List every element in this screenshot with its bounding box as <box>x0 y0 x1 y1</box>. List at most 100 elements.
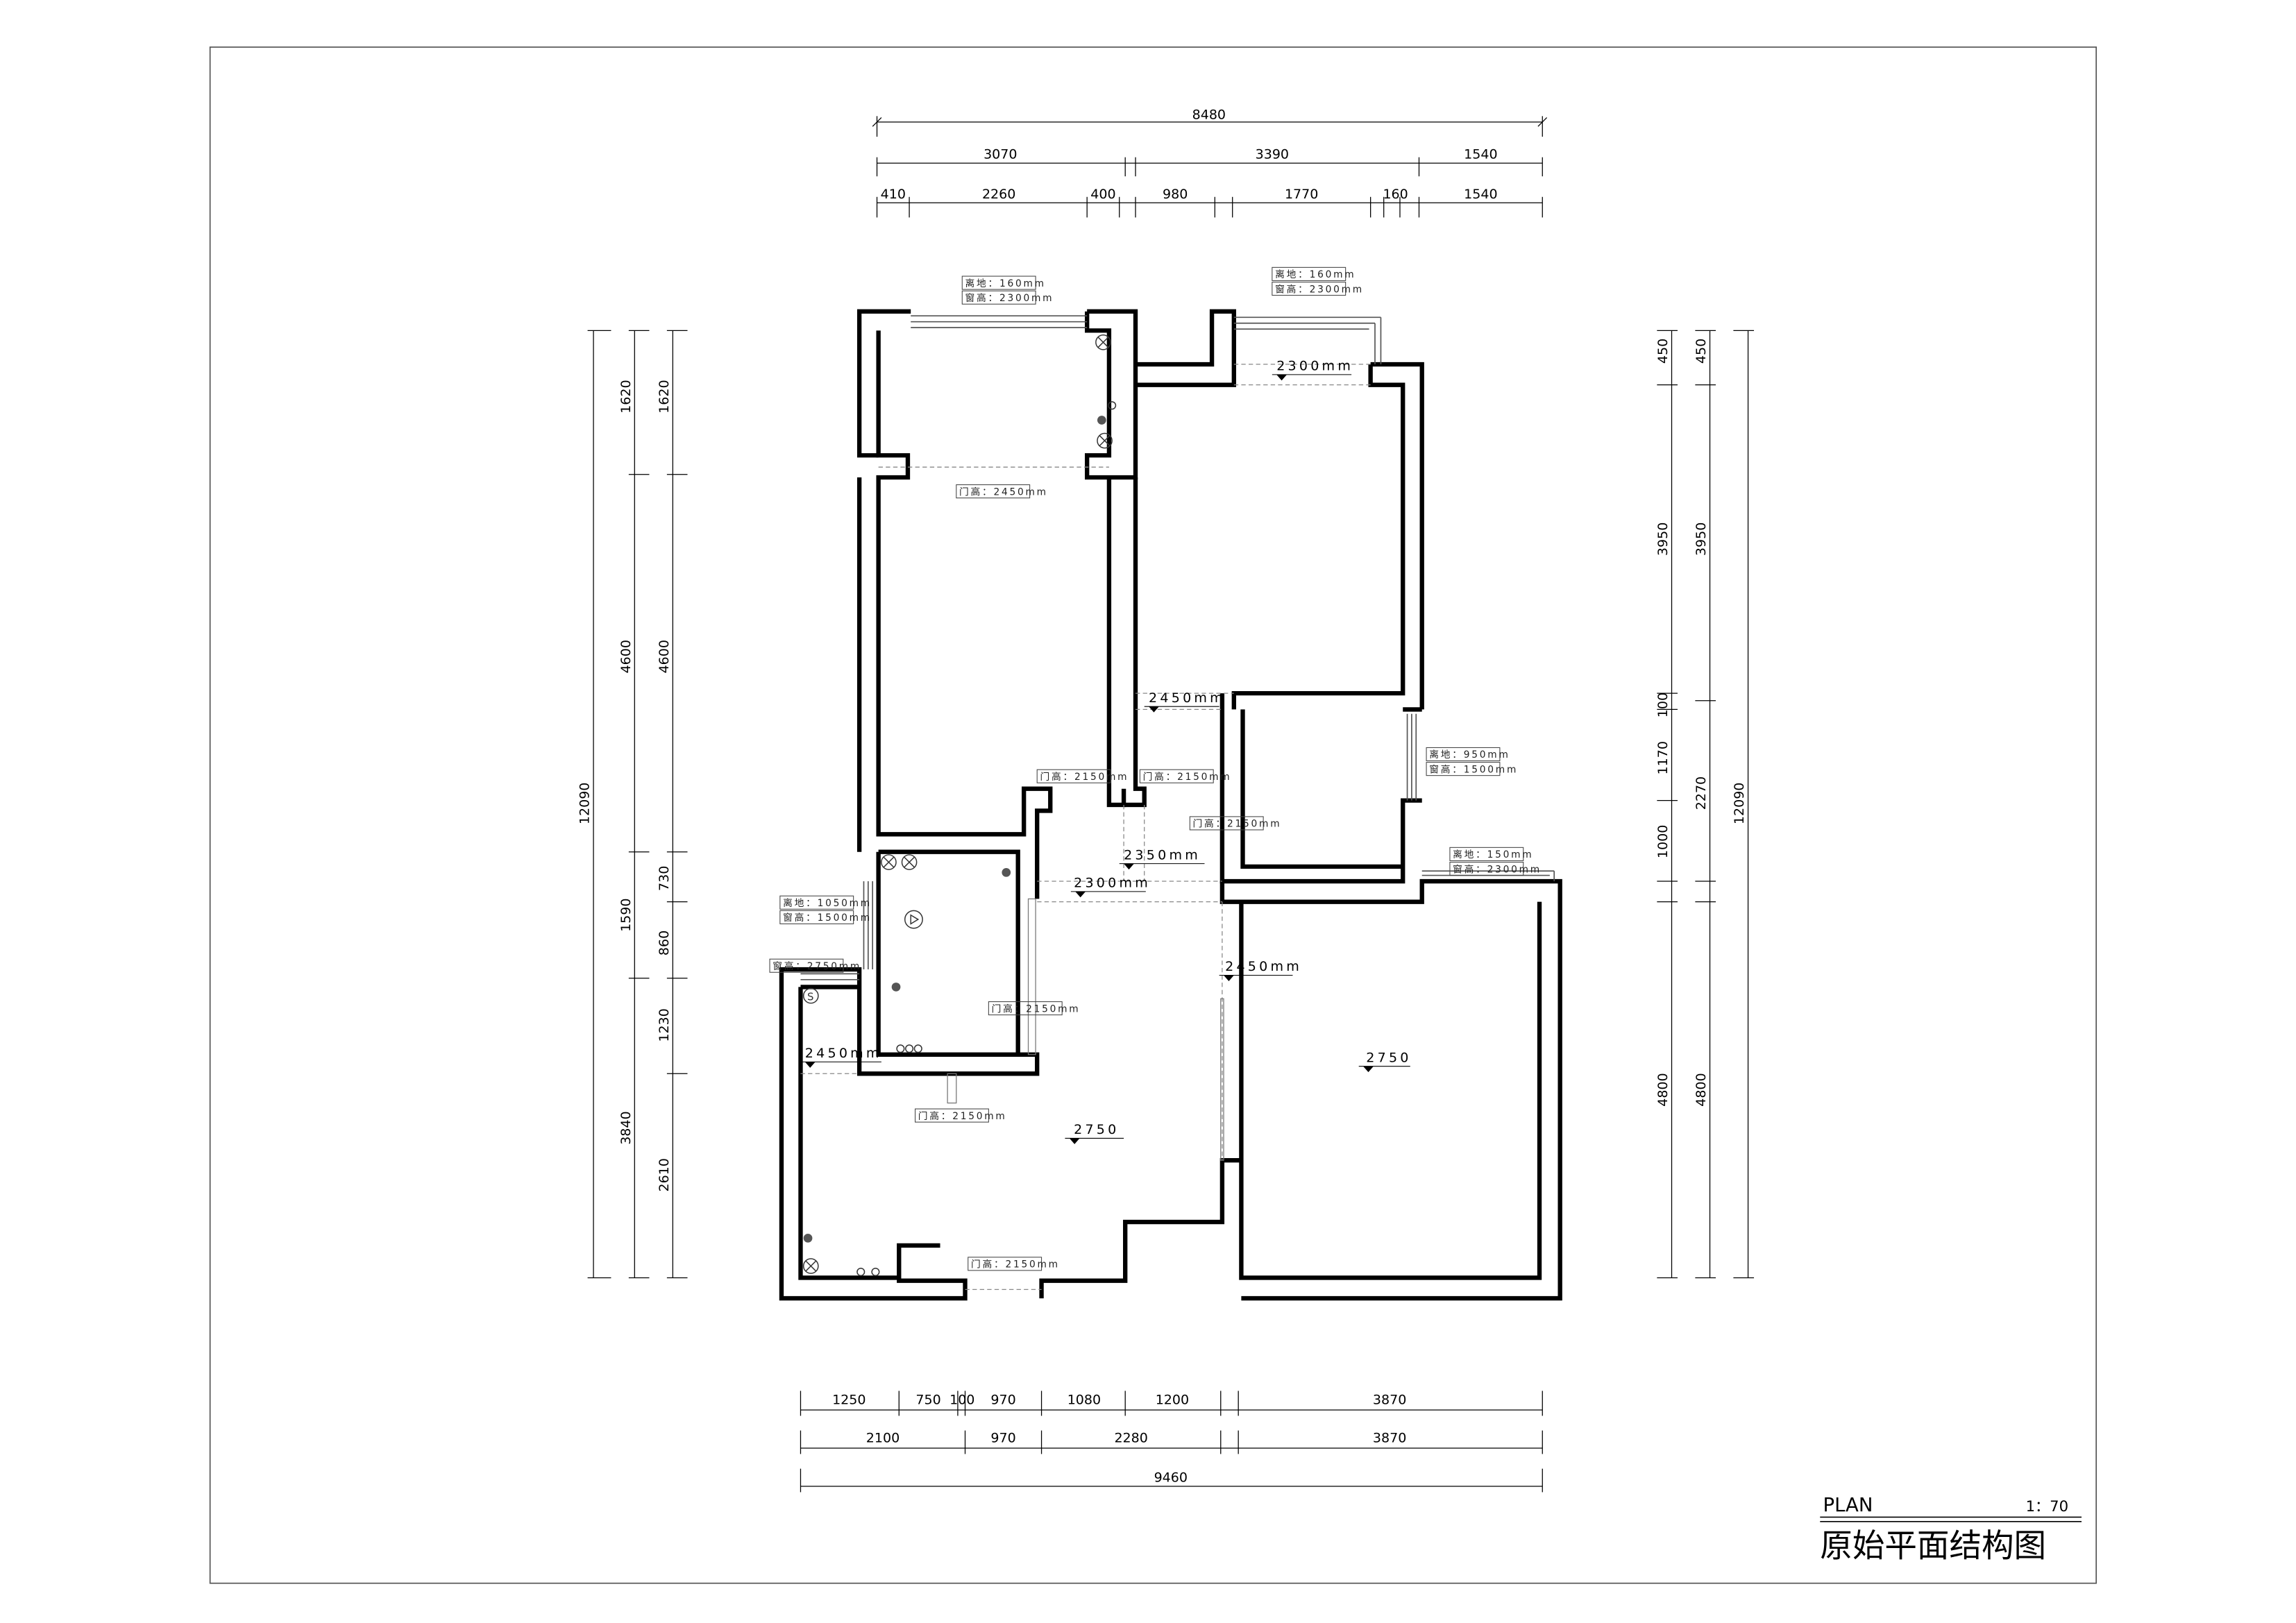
dim-label: 980 <box>1163 187 1188 202</box>
svg-text:S: S <box>807 991 813 1003</box>
dim-label: 3870 <box>1373 1431 1406 1446</box>
level-label: 2350mm <box>1124 847 1201 863</box>
level-label: 2750 <box>1074 1122 1119 1137</box>
pipe-icon <box>913 1044 922 1053</box>
dim-label: 4800 <box>1655 1073 1671 1106</box>
vertical-dimension-labels: 12090 1620 4600 1590 3840 1620 4600 730 … <box>577 339 1748 1192</box>
window-tag: 离地：150mm <box>1453 849 1533 860</box>
dim-label: 3070 <box>984 147 1017 162</box>
level-label: 2300mm <box>1276 359 1353 374</box>
level-label: 2450mm <box>1149 690 1226 706</box>
door-slabs <box>947 898 1224 1161</box>
dim-label: 8480 <box>1192 108 1226 123</box>
gas-icon <box>802 987 819 1004</box>
window-tag: 窗高：2750mm <box>773 960 861 972</box>
dim-label: 2270 <box>1694 776 1709 810</box>
door-tag: 门高：2450mm <box>959 486 1048 498</box>
dim-label: 2280 <box>1114 1431 1147 1446</box>
window-tag: 窗高：1500mm <box>1429 763 1518 775</box>
level-labels: 2300mm 2450mm 2350mm 2300mm 2450mm 2750 … <box>805 359 1411 1138</box>
scale-label: 1：70 <box>2026 1497 2069 1515</box>
dim-label: 12090 <box>577 783 593 825</box>
pipe-icon <box>1108 401 1117 410</box>
dim-label: 3390 <box>1256 147 1289 162</box>
window-tag: 离地：950mm <box>1429 749 1510 760</box>
dimension-labels: 8480 3070 3390 1540 410 2260 400 980 177… <box>832 108 1498 1486</box>
window-tag: 窗高：2300mm <box>1453 863 1542 875</box>
dim-label: 1250 <box>832 1392 866 1407</box>
dim-label: 3950 <box>1655 522 1671 556</box>
dim-label: 160 <box>1383 187 1408 202</box>
dim-label: 970 <box>990 1392 1015 1407</box>
pipe-icon <box>896 1044 905 1053</box>
dim-label: 9460 <box>1154 1470 1188 1486</box>
annotation-tags: 离地：160mm 窗高：2300mm 离地：160mm 窗高：2300mm 离地… <box>769 266 1542 1271</box>
dim-label: 730 <box>657 866 672 891</box>
dim-label: 970 <box>990 1431 1015 1446</box>
dim-label: 4800 <box>1694 1073 1709 1106</box>
window-tag: 窗高：2300mm <box>1275 283 1364 295</box>
pipe-icon <box>871 1267 880 1277</box>
pipe-icon <box>905 1044 914 1053</box>
dim-label: 2610 <box>657 1158 672 1191</box>
drain-icon <box>1095 334 1111 350</box>
level-label: 2450mm <box>805 1046 882 1061</box>
sheet-border <box>209 46 2097 1584</box>
dimension-lines <box>587 116 1755 1493</box>
walls <box>779 309 1562 1301</box>
window-tag: 窗高：1500mm <box>783 912 872 924</box>
dim-label: 450 <box>1655 339 1671 364</box>
door-tag: 门高：2150mm <box>971 1259 1060 1271</box>
window-tag: 离地：160mm <box>965 278 1046 289</box>
dim-label: 1200 <box>1156 1392 1189 1407</box>
door-tag: 门高：2150mm <box>992 1003 1081 1014</box>
dim-label: 410 <box>881 187 906 202</box>
dim-label: 2260 <box>982 187 1015 202</box>
dim-label: 4600 <box>618 640 634 673</box>
dim-label: 1540 <box>1464 187 1497 202</box>
drain-icon <box>1097 432 1113 449</box>
pipe-icon <box>856 1267 866 1277</box>
window-tag: 离地：160mm <box>1275 269 1356 280</box>
drain-icon <box>802 1258 819 1274</box>
dim-label: 1770 <box>1285 187 1318 202</box>
dim-label: 3870 <box>1373 1392 1406 1407</box>
drawing-title: 原始平面结构图 <box>1820 1527 2046 1565</box>
drain-icon <box>881 854 897 870</box>
window-tag: 离地：1050mm <box>783 897 872 909</box>
dim-label: 1230 <box>657 1008 672 1042</box>
dim-label: 750 <box>915 1392 940 1407</box>
dim-label: 3950 <box>1694 522 1709 556</box>
dim-label: 12090 <box>1732 783 1747 825</box>
dim-label: 100 <box>949 1392 974 1407</box>
dim-label: 450 <box>1694 339 1709 364</box>
openings <box>800 364 1371 1291</box>
level-markers <box>800 374 1410 1144</box>
dim-label: 1620 <box>657 380 672 413</box>
door-tag: 门高：2150mm <box>918 1110 1007 1122</box>
drain-icon <box>901 854 918 870</box>
door-tag: 门高：2150mm <box>1193 818 1282 830</box>
dim-label: 2100 <box>866 1431 900 1446</box>
dim-label: 1170 <box>1655 741 1671 774</box>
level-label: 2300mm <box>1074 875 1151 890</box>
level-label: 2450mm <box>1225 959 1302 974</box>
dim-label: 1590 <box>618 898 634 931</box>
fixtures: S <box>802 334 1117 1277</box>
dim-label: 1000 <box>1655 825 1671 858</box>
title-block: PLAN 1：70 原始平面结构图 <box>1820 1494 2082 1565</box>
dim-label: 3840 <box>618 1111 634 1144</box>
plan-label: PLAN <box>1823 1494 1873 1516</box>
dim-label: 860 <box>657 931 672 955</box>
dim-label: 4600 <box>657 640 672 673</box>
dim-label: 1620 <box>618 380 634 413</box>
level-label: 2750 <box>1366 1050 1411 1065</box>
dim-label: 1540 <box>1464 147 1497 162</box>
door-tag: 门高：2150mm <box>1143 771 1232 783</box>
dim-label: 100 <box>1655 692 1671 717</box>
dim-label: 1080 <box>1067 1392 1101 1407</box>
meter-icon <box>904 910 923 929</box>
dim-label: 400 <box>1090 187 1115 202</box>
door-tag: 门高：2150mm <box>1040 771 1129 783</box>
